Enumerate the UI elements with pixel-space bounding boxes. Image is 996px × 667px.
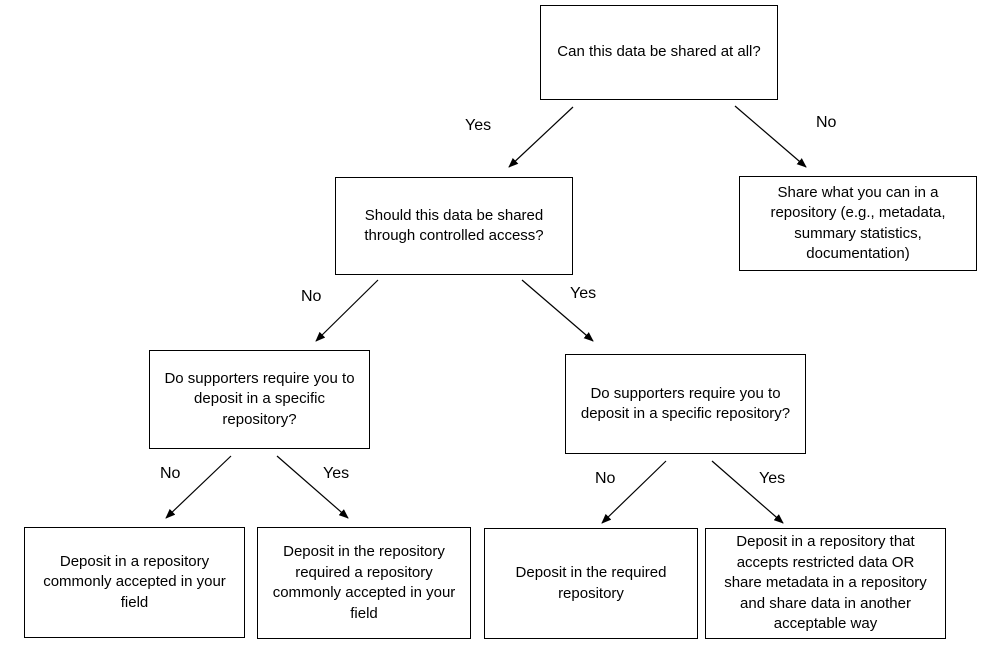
arrow-share-yes	[508, 106, 574, 168]
node-text: Do supporters require you to deposit in …	[580, 384, 791, 423]
node-text: Deposit in a repository commonly accepte…	[43, 552, 226, 611]
node-share-what-you-can: Share what you can in a repository (e.g.…	[739, 176, 977, 271]
label-no: No	[301, 288, 322, 305]
node-supporters-require-left: Do supporters require you to deposit in …	[149, 350, 370, 449]
node-deposit-required-common: Deposit in the repository required a rep…	[257, 527, 471, 639]
node-text: Do supporters require you to deposit in …	[164, 369, 355, 428]
label-yes: Yes	[759, 470, 786, 487]
label-no: No	[595, 470, 616, 487]
arrow-supporters-right-yes	[711, 460, 784, 524]
arrow-controlled-yes	[521, 279, 594, 342]
node-deposit-required: Deposit in the required repository	[484, 528, 698, 639]
label-yes: Yes	[570, 285, 597, 302]
arrow-supporters-right-no	[601, 460, 667, 524]
label-no: No	[160, 465, 181, 482]
node-deposit-restricted: Deposit in a repository that accepts res…	[705, 528, 946, 639]
node-deposit-common: Deposit in a repository commonly accepte…	[24, 527, 245, 638]
node-controlled-access: Should this data be shared through contr…	[335, 177, 573, 275]
node-supporters-require-right: Do supporters require you to deposit in …	[565, 354, 806, 454]
node-text: Should this data be shared through contr…	[364, 206, 544, 245]
arrow-supporters-left-yes	[276, 455, 349, 519]
node-text: Deposit in the repository required a rep…	[272, 543, 456, 622]
node-text: Share what you can in a repository (e.g.…	[770, 183, 946, 263]
node-text: Can this data be shared at all?	[557, 43, 761, 61]
label-no: No	[816, 114, 837, 131]
arrow-share-no	[734, 105, 807, 168]
label-yes: Yes	[465, 117, 492, 134]
node-text: Deposit in the required repository	[515, 564, 667, 602]
label-yes: Yes	[323, 465, 350, 482]
node-text: Deposit in a repository that accepts res…	[724, 533, 927, 633]
arrow-controlled-no	[315, 279, 379, 342]
arrow-supporters-left-no	[165, 455, 232, 519]
node-can-data-be-shared: Can this data be shared at all?	[540, 5, 778, 100]
